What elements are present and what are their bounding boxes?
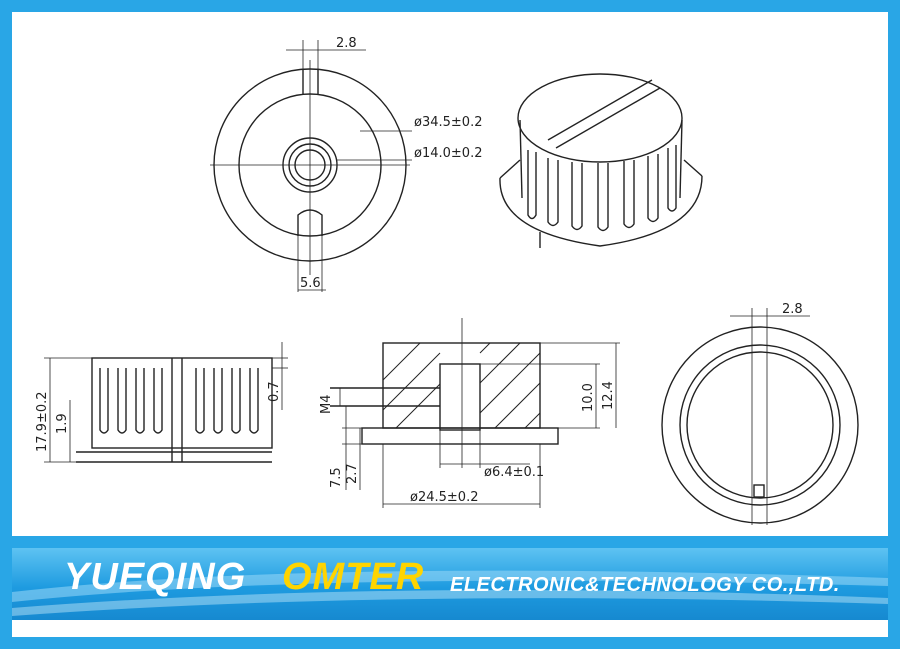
company-tagline: ELECTRONIC&TECHNOLOGY CO.,LTD. [450, 574, 840, 596]
bottom-view [661, 308, 859, 525]
dim-hole-depth: 10.0 [581, 383, 596, 412]
dim-outer-diameter: ø34.5±0.2 [414, 115, 482, 130]
dim-bottom-notch: 5.6 [300, 276, 321, 291]
company-banner [12, 548, 888, 620]
dim-total-height: 17.9±0.2 [35, 391, 50, 452]
section-view [330, 318, 620, 508]
brand-secondary: OMTER [282, 556, 425, 598]
dim-top-width: 2.8 [336, 36, 357, 51]
dim-skirt-height: 1.9 [55, 413, 70, 434]
banner-bottom-strip [12, 620, 888, 637]
dim-hole-diameter: ø6.4±0.1 [484, 465, 544, 480]
dim-thread: M4 [319, 395, 334, 415]
dim-right-top-width: 2.8 [782, 302, 803, 317]
brand-primary: YUEQING [64, 556, 247, 598]
dim-skirt-diameter: ø24.5±0.2 [410, 490, 478, 505]
dim-base-offset: 7.5 [329, 467, 344, 488]
side-view [44, 342, 288, 463]
dim-body-height: 12.4 [601, 381, 616, 410]
banner-swoosh [12, 570, 888, 616]
dim-inner-diameter: ø14.0±0.2 [414, 146, 482, 161]
plan-view [210, 40, 412, 292]
dim-rim-thickness: 0.7 [267, 381, 282, 402]
dim-base-step: 2.7 [345, 463, 360, 484]
isometric-view [499, 73, 703, 248]
